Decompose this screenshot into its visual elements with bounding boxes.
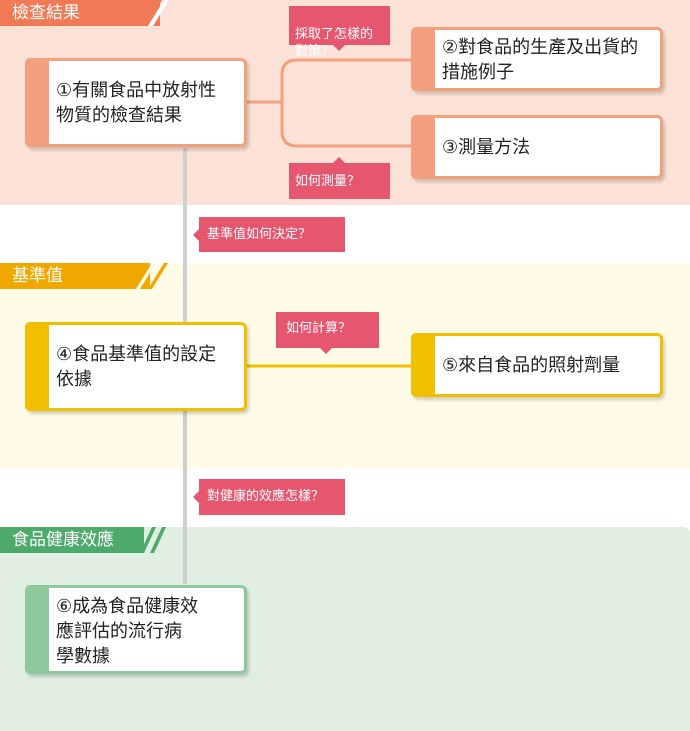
node-accent-bar <box>25 322 49 411</box>
question-health-effects: 對健康的效應怎樣？ <box>193 479 345 515</box>
node-measurement-method[interactable]: ③測量方法 <box>411 115 663 179</box>
question-text: 基準值如何決定？ <box>207 227 312 242</box>
node-standard-basis[interactable]: ④食品基準值的設定 依據 <box>25 322 247 411</box>
question-how-standard-set: 基準值如何決定？ <box>193 217 345 252</box>
node-label: ①有關食品中放射性 物質的檢查結果 <box>56 80 217 126</box>
section-title-text: 基準值 <box>12 266 63 286</box>
slash-decoration <box>136 0 169 26</box>
node-production-measures[interactable]: ②對食品的生產及出貨的 措施例子 <box>411 27 663 91</box>
section-title-standard: 基準值 <box>0 263 150 289</box>
slash-decoration <box>136 263 168 289</box>
node-accent-bar <box>411 27 435 91</box>
section-title-health: 食品健康效應 <box>0 527 144 553</box>
node-exposure-dose[interactable]: ⑤來自食品的照射劑量 <box>411 333 663 397</box>
question-how-to-calculate: 如何計算？ <box>276 312 379 354</box>
node-label: ④食品基準值的設定 依據 <box>56 344 217 390</box>
question-text: 如何測量？ <box>295 174 361 189</box>
section-title-inspection: 檢查結果 <box>0 0 160 26</box>
node-label: ③測量方法 <box>442 137 531 158</box>
question-text: 採取了怎樣的 對策？ <box>295 27 374 59</box>
question-countermeasures: 採取了怎樣的 對策？ <box>289 6 390 59</box>
question-text: 如何計算？ <box>286 321 352 336</box>
node-accent-bar <box>25 585 49 674</box>
node-label: ⑤來自食品的照射劑量 <box>442 355 621 376</box>
question-how-to-measure: 如何測量？ <box>289 157 390 199</box>
node-label: ②對食品的生產及出貨的 措施例子 <box>442 37 639 83</box>
node-accent-bar <box>411 115 435 179</box>
slash-decoration <box>140 527 166 553</box>
section-title-text: 食品健康效應 <box>12 530 114 550</box>
section-title-text: 檢查結果 <box>12 3 80 23</box>
node-accent-bar <box>411 333 435 397</box>
node-accent-bar <box>25 58 49 147</box>
node-inspection-results[interactable]: ①有關食品中放射性 物質的檢查結果 <box>25 58 247 147</box>
node-epidemiological-data[interactable]: ⑥成為食品健康效 應評估的流行病 學數據 <box>25 585 247 674</box>
question-text: 對健康的效應怎樣？ <box>207 489 325 504</box>
node-label: ⑥成為食品健康效 應評估的流行病 學數據 <box>56 596 199 667</box>
